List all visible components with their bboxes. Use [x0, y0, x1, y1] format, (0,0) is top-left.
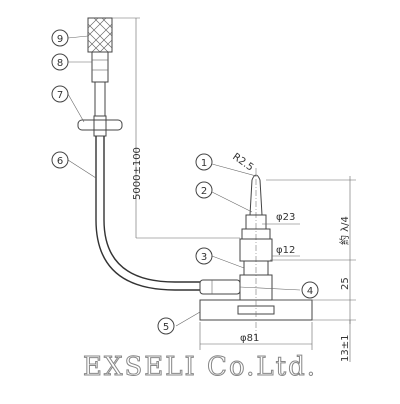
lambda-label: 約 λ/4 — [338, 216, 351, 245]
antenna-whip — [241, 168, 271, 300]
callout-8: 8 — [51, 53, 69, 71]
callout-2: 2 — [195, 181, 213, 199]
leader-lines — [67, 35, 301, 327]
callout-5: 5 — [157, 317, 175, 335]
connector-knurled-nut — [87, 17, 113, 53]
callout-9: 9 — [51, 29, 69, 47]
callout-2-label: 2 — [201, 186, 207, 197]
callout-1-label: 1 — [201, 158, 207, 169]
cable-length-label: 5000±100 — [132, 147, 143, 200]
callout-7: 7 — [51, 85, 69, 103]
company-brand: EXSELI Co.Ltd. — [82, 352, 318, 383]
callout-6: 6 — [51, 151, 69, 169]
coaxial-cable — [95, 136, 200, 291]
connector-body — [91, 51, 109, 117]
callout-9-label: 9 — [57, 34, 63, 45]
diameter-23-label: φ23 — [276, 212, 295, 223]
cable-bushing — [77, 115, 123, 137]
antenna-base-joint — [199, 238, 273, 301]
callout-4: 4 — [301, 281, 319, 299]
callout-7-label: 7 — [57, 90, 63, 101]
callout-1: 1 — [195, 153, 213, 171]
callout-5-label: 5 — [163, 322, 169, 333]
callout-3: 3 — [195, 247, 213, 265]
cable-length-dimension — [112, 17, 240, 239]
callout-8-label: 8 — [57, 58, 63, 69]
callout-4-label: 4 — [307, 286, 313, 297]
callout-6-label: 6 — [57, 156, 63, 167]
height-dimensions — [266, 176, 356, 324]
height-13-label: 13±1 — [340, 335, 351, 362]
magnet-base — [199, 299, 313, 340]
height-25-label: 25 — [340, 277, 351, 290]
diameter-81-label: φ81 — [240, 333, 259, 344]
diameter-dimensions — [199, 223, 313, 350]
callout-3-label: 3 — [201, 252, 207, 263]
diameter-12-label: φ12 — [276, 245, 295, 256]
